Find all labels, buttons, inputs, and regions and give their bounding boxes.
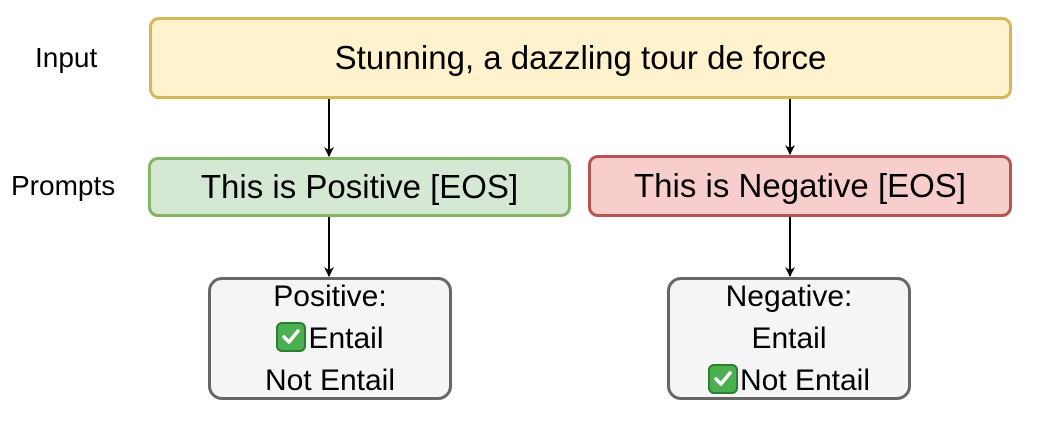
input-row-label: Input <box>35 42 98 73</box>
positive-result-not-entail: Not Entail <box>264 363 396 397</box>
negative-prompt-box: This is Negative [EOS] <box>588 155 1012 217</box>
positive-result-entail: Entail <box>308 321 384 355</box>
input-text: Stunning, a dazzling tour de force <box>334 39 827 76</box>
positive-prompt-box: This is Positive [EOS] <box>148 157 571 217</box>
positive-result-title: Positive: <box>273 279 387 313</box>
check-mark-icon <box>707 363 738 394</box>
negative-result-not-entail-row: Not Entail <box>707 360 871 402</box>
negative-result-not-entail: Not Entail <box>739 363 871 397</box>
negative-prompt-text: This is Negative [EOS] <box>634 167 966 204</box>
input-box: Stunning, a dazzling tour de force <box>149 17 1012 99</box>
check-mark-icon <box>276 321 307 352</box>
positive-prompt-text: This is Positive [EOS] <box>200 168 519 205</box>
prompts-row-label: Prompts <box>11 170 116 201</box>
negative-result-entail: Entail <box>751 321 827 355</box>
positive-result-entail-row: Entail <box>276 318 384 360</box>
negative-result-box: Negative: Entail Not Entail <box>667 277 911 400</box>
negative-result-title: Negative: <box>725 279 853 313</box>
positive-result-box: Positive: Entail Not Entail <box>208 277 452 400</box>
